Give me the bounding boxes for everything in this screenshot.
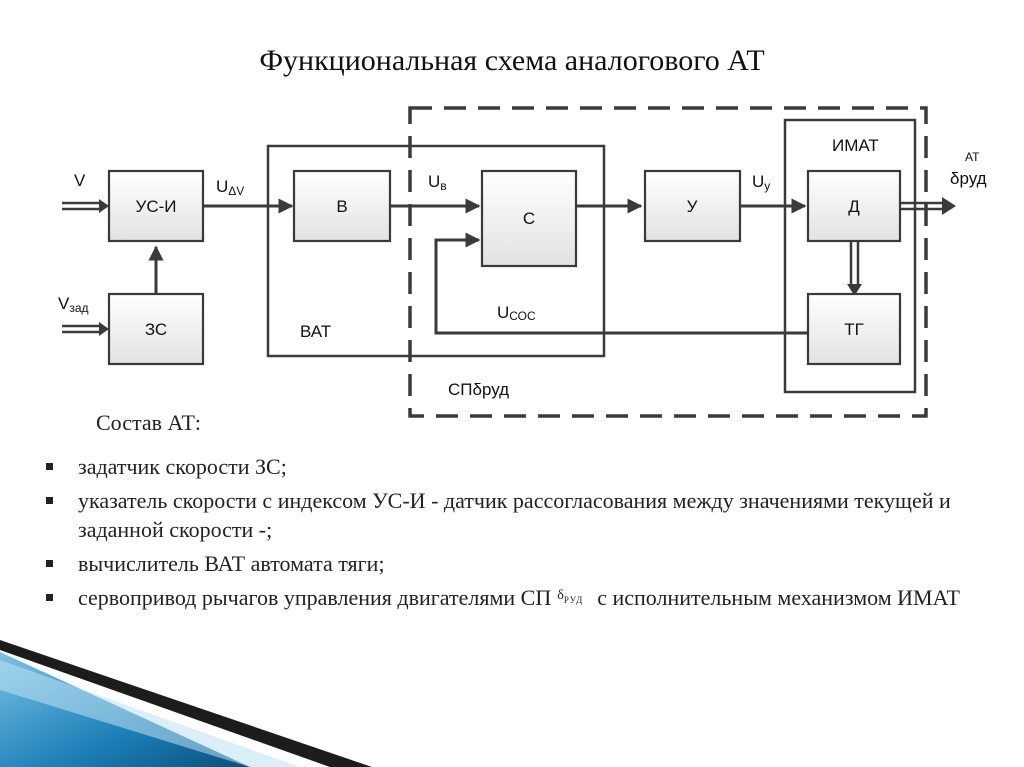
usi-block: УС-И: [107, 169, 205, 243]
list-item: сервопривод рычагов управления двигателя…: [44, 583, 1004, 617]
imat-label: ИМАТ: [832, 136, 879, 155]
delta-rud-symbol: δРУД: [557, 588, 584, 605]
bullet-icon: [46, 594, 53, 601]
imat-frame: [783, 118, 917, 394]
d-block: Д: [806, 169, 902, 243]
bullet-icon: [46, 497, 53, 504]
zs-label: ЗС: [145, 320, 167, 339]
uv-label: Uв: [428, 172, 447, 193]
list-item: задатчик скорости ЗС;: [44, 452, 1004, 481]
c-block: С: [480, 169, 578, 268]
functional-diagram: УС-И ЗС В С У Д ТГ V Vзад UΔV Uв Uу UСОС…: [58, 106, 987, 418]
udv-label: UΔV: [216, 177, 244, 198]
sp-frame: [408, 106, 928, 418]
at-output-sup: АТ: [965, 150, 980, 164]
ucoc-label: UСОС: [497, 303, 536, 323]
vat-label: ВАТ: [300, 322, 331, 341]
usi-label: УС-И: [136, 197, 177, 216]
vat-frame: [266, 144, 606, 358]
bullet-icon: [46, 463, 53, 470]
bullet-icon: [46, 560, 53, 567]
composition-heading: Состав АТ:: [96, 410, 202, 435]
v-label: В: [336, 197, 347, 216]
tg-label: ТГ: [844, 320, 864, 339]
composition-list: задатчик скорости ЗС; указатель скорости…: [44, 452, 1004, 622]
sp-label: СПδруд: [448, 380, 509, 399]
v-input-label: V: [74, 171, 86, 190]
zs-block: ЗС: [107, 292, 205, 366]
at-output-label: δруд: [950, 169, 987, 188]
vzad-input-line: [62, 322, 109, 336]
uy-label: Uу: [752, 172, 770, 193]
vzad-label: Vзад: [58, 294, 89, 315]
v-input-line: [62, 199, 109, 213]
u-label: У: [687, 197, 698, 216]
c-label: С: [523, 209, 535, 228]
list-item: указатель скорости с индексом УС-И - дат…: [44, 486, 1004, 544]
list-item: вычислитель ВАТ автомата тяги;: [44, 549, 1004, 578]
d-to-tg-link: [847, 241, 862, 296]
u-block: У: [643, 169, 742, 243]
ucoc-feedback-wire: [434, 232, 808, 335]
tg-block: ТГ: [806, 292, 902, 366]
v-block: В: [292, 169, 392, 243]
d-label: Д: [848, 197, 860, 216]
page-title: Функциональная схема аналогового АТ: [259, 44, 765, 77]
at-output-line: [900, 197, 956, 215]
